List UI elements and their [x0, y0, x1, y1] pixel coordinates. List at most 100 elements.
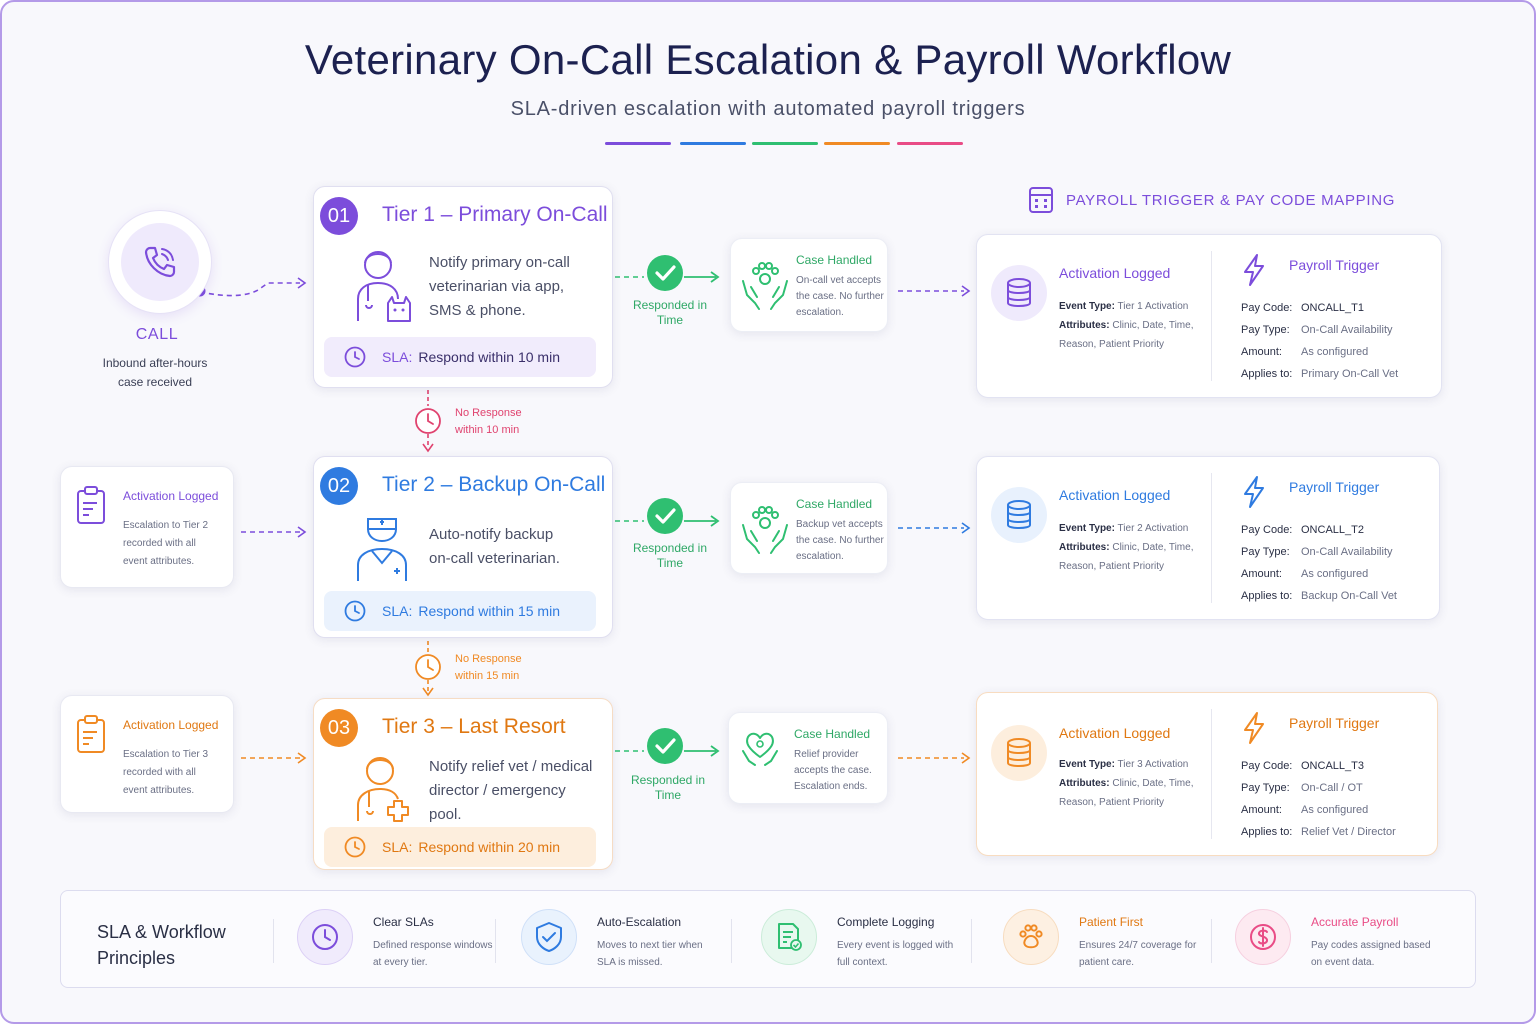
document-check-icon: [761, 909, 817, 965]
tier3-trigger-details: Pay Code:ONCALL_T3 Pay Type:On-Call / OT…: [1241, 760, 1396, 838]
clipboard-icon: [77, 486, 105, 524]
tier2-check-icon: [647, 498, 683, 534]
payroll-section-heading: PAYROLL TRIGGER & PAY CODE MAPPING: [1066, 192, 1396, 209]
tier1-description: Notify primary on-call veterinarian via …: [429, 254, 570, 319]
lightning-icon: [1244, 712, 1264, 744]
principles-heading: SLA & Workflow Principles: [97, 922, 226, 968]
tier3-description: Notify relief vet / medical director / e…: [429, 758, 593, 823]
tier3-payroll-divider: [1211, 709, 1212, 839]
principle-clear-slas: Clear SLAs Defined response windows at e…: [297, 907, 497, 968]
tier3-trigger-title: Payroll Trigger: [1289, 715, 1380, 731]
principle-accurate-payroll-desc: Pay codes assigned based on event data.: [1311, 940, 1431, 968]
tier2-sla-prefix: SLA:: [382, 603, 413, 619]
stripe-purple: [605, 142, 671, 145]
principle-clear-slas-desc: Defined response windows at every tier.: [373, 940, 493, 968]
tier1-check-icon: [647, 255, 683, 291]
nurse-vet-icon: [357, 518, 407, 581]
tier2-side-description: Escalation to Tier 2 recorded with all e…: [123, 520, 209, 567]
tier3-payroll-card: Activation Logged Event Type: Tier 3 Act…: [976, 692, 1438, 856]
call-description: Inbound after-hours case received: [102, 356, 208, 389]
tier1-trigger-title: Payroll Trigger: [1289, 257, 1380, 273]
tier2-title: Tier 2 – Backup On-Call: [382, 473, 606, 496]
stripe-orange: [824, 142, 890, 145]
tier3-activation-details: Event Type: Tier 3 Activation Attributes…: [1059, 759, 1194, 808]
tier1-badge: 01: [320, 197, 358, 235]
tier1-payroll-card: Activation Logged Event Type: Tier 1 Act…: [976, 234, 1442, 398]
tier1-title: Tier 1 – Primary On-Call: [382, 203, 608, 226]
shield-check-icon: [521, 909, 577, 965]
tier3-side-description: Escalation to Tier 3 recorded with all e…: [123, 749, 209, 796]
tier2-activation-title: Activation Logged: [1059, 487, 1171, 503]
tier2-activation-details: Event Type: Tier 2 Activation Attributes…: [1059, 523, 1194, 572]
principles-separator: [971, 919, 972, 963]
tier3-handled-description: Relief provider accepts the case. Escala…: [794, 749, 872, 792]
tier2-description: Auto-notify backup on-call veterinarian.: [429, 526, 560, 567]
call-label: CALL: [135, 326, 179, 343]
lightning-icon: [1244, 476, 1264, 508]
principle-auto-escalation: Auto-Escalation Moves to next tier when …: [521, 907, 721, 968]
tier3-badge: 03: [320, 709, 358, 747]
principle-patient-first-desc: Ensures 24/7 coverage for patient care.: [1079, 940, 1197, 968]
tier1-handled-description: On-call vet accepts the case. No further…: [796, 275, 884, 318]
tier3-case-handled-card: Case Handled Relief provider accepts the…: [728, 712, 888, 804]
paw-icon: [1003, 909, 1059, 965]
vet-with-cat-icon: [357, 251, 411, 322]
tier2-payroll-card: Activation Logged Event Type: Tier 2 Act…: [976, 456, 1440, 620]
calculator-icon: [1029, 187, 1053, 213]
tier1-sla-text: Respond within 10 min: [418, 349, 560, 365]
tier3-activation-side-card: Activation Logged Escalation to Tier 3 r…: [60, 695, 234, 813]
tier2-case-handled-card: Case Handled Backup vet accepts the case…: [730, 482, 888, 574]
tier3-side-title: Activation Logged: [123, 718, 219, 732]
principle-complete-logging-title: Complete Logging: [837, 915, 935, 929]
principle-clear-slas-title: Clear SLAs: [373, 915, 434, 929]
paw-hands-icon: [742, 262, 788, 310]
tier3-sla-prefix: SLA:: [382, 839, 413, 855]
tier2-sla-bar: SLA: Respond within 15 min: [324, 591, 596, 631]
database-icon: [991, 725, 1047, 781]
paw-hands-icon: [742, 506, 788, 554]
heart-hands-icon: [742, 732, 778, 766]
principles-separator: [495, 919, 496, 963]
phone-ringing-icon: [121, 223, 199, 301]
database-icon: [991, 265, 1047, 321]
tier3-title: Tier 3 – Last Resort: [382, 715, 566, 738]
tier2-trigger-details: Pay Code:ONCALL_T2 Pay Type:On-Call Avai…: [1241, 524, 1397, 602]
principle-auto-escalation-title: Auto-Escalation: [597, 915, 682, 929]
principles-separator: [273, 919, 274, 963]
tier1-case-handled-card: Case Handled On-call vet accepts the cas…: [730, 238, 888, 332]
tier2-side-title: Activation Logged: [123, 489, 219, 503]
tier2-sla-clock-icon: [344, 600, 366, 622]
stripe-blue: [680, 142, 746, 145]
tier3-sla-clock-icon: [344, 836, 366, 858]
tier1-responded-label: Responded in Time: [632, 298, 708, 327]
call-to-tier1-arrow: [199, 282, 300, 297]
tier3-sla-bar: SLA: Respond within 20 min: [324, 827, 596, 867]
principle-patient-first: Patient First Ensures 24/7 coverage for …: [1003, 907, 1203, 968]
tier1-payroll-divider: [1211, 251, 1212, 381]
tier2-activation-side-card: Activation Logged Escalation to Tier 2 r…: [60, 466, 234, 588]
principle-complete-logging-desc: Every event is logged with full context.: [837, 940, 954, 968]
tier1-sla-prefix: SLA:: [382, 349, 413, 365]
tier3-check-icon: [647, 728, 683, 764]
dollar-icon: [1235, 909, 1291, 965]
tier2-handled-title: Case Handled: [796, 497, 873, 511]
principle-patient-first-title: Patient First: [1079, 915, 1144, 929]
tier3-card: 03 Tier 3 – Last Resort Notify relief ve…: [313, 698, 613, 870]
tier1-activation-details: Event Type: Tier 1 Activation Attributes…: [1059, 301, 1194, 350]
tier1-card: 01 Tier 1 – Primary On-Call Notify prima…: [313, 186, 613, 388]
tier3-handled-title: Case Handled: [794, 727, 871, 741]
tier3-activation-title: Activation Logged: [1059, 725, 1171, 741]
tier1-trigger-details: Pay Code:ONCALL_T1 Pay Type:On-Call Avai…: [1241, 302, 1399, 380]
page-subtitle: SLA-driven escalation with automated pay…: [510, 98, 1026, 120]
medic-with-cross-icon: [357, 757, 409, 822]
tier1-sla-bar: SLA: Respond within 10 min: [324, 337, 596, 377]
tier2-card: 02 Tier 2 – Backup On-Call Auto-notify b…: [313, 456, 613, 638]
tier3-sla-text: Respond within 20 min: [418, 839, 560, 855]
principle-auto-escalation-desc: Moves to next tier when SLA is missed.: [597, 940, 703, 968]
tier2-trigger-title: Payroll Trigger: [1289, 479, 1380, 495]
clock-icon: [297, 909, 353, 965]
tier1-activation-title: Activation Logged: [1059, 265, 1171, 281]
principles-panel: SLA & Workflow Principles Clear SLAs Def…: [60, 890, 1476, 988]
call-node: [108, 210, 212, 314]
